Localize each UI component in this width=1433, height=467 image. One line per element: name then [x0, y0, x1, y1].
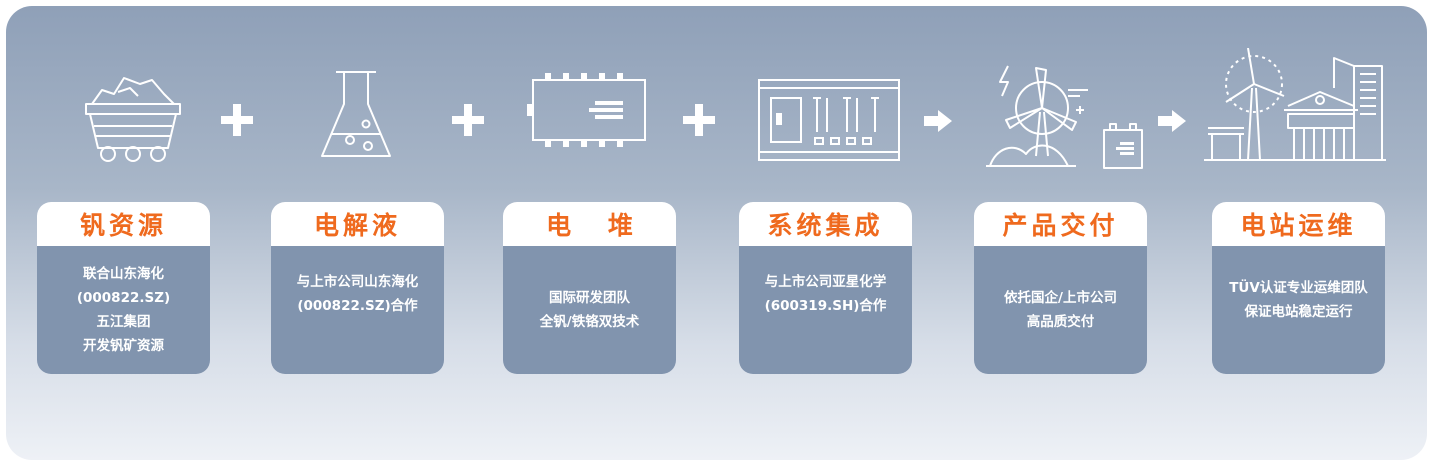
plus-icon-3 — [683, 104, 715, 140]
battery-stack-icon — [523, 70, 653, 150]
card-line: 全钒/铁铬双技术 — [539, 314, 640, 330]
card-line: 五江集团 — [96, 314, 151, 330]
card-line: TÜV认证专业运维团队 — [1229, 280, 1368, 296]
card-line: 高品质交付 — [1026, 314, 1095, 330]
card-title: 产品交付 — [974, 202, 1147, 246]
card-title: 电 堆 — [503, 202, 676, 246]
card-line: 保证电站稳定运行 — [1244, 304, 1353, 320]
power-station-icon — [1204, 48, 1386, 164]
step-card-system-integration: 系统集成 与上市公司亚星化学 (600319.SH)合作 — [739, 202, 912, 374]
step-card-stack: 电 堆 国际研发团队 全钒/铁铬双技术 — [503, 202, 676, 374]
plus-icon-2 — [452, 104, 484, 140]
card-line: 国际研发团队 — [549, 290, 630, 306]
card-description: 国际研发团队 全钒/铁铬双技术 — [503, 246, 676, 374]
step-card-product-delivery: 产品交付 依托国企/上市公司 高品质交付 — [974, 202, 1147, 374]
step-card-station-operation: 电站运维 TÜV认证专业运维团队 保证电站稳定运行 — [1212, 202, 1385, 374]
card-description: 依托国企/上市公司 高品质交付 — [974, 246, 1147, 374]
wind-power-icon — [984, 62, 1144, 174]
plus-icon-1 — [221, 104, 253, 140]
card-line: (600319.SH)合作 — [764, 298, 887, 314]
card-description: TÜV认证专业运维团队 保证电站稳定运行 — [1212, 246, 1385, 374]
flask-icon — [314, 66, 398, 166]
card-title: 电站运维 — [1212, 202, 1385, 246]
card-line: 联合山东海化 — [83, 266, 164, 282]
step-card-vanadium-resource: 钒资源 联合山东海化 (000822.SZ) 五江集团 开发钒矿资源 — [37, 202, 210, 374]
card-line: 与上市公司亚星化学 — [764, 274, 887, 290]
card-line: 依托国企/上市公司 — [1004, 290, 1117, 306]
container-icon — [755, 74, 905, 170]
mine-cart-icon — [78, 70, 188, 170]
card-line: (000822.SZ) — [76, 290, 171, 306]
step-card-electrolyte: 电解液 与上市公司山东海化 (000822.SZ)合作 — [271, 202, 444, 374]
card-description: 与上市公司亚星化学 (600319.SH)合作 — [739, 246, 912, 374]
arrow-right-icon-2 — [1158, 110, 1186, 136]
card-line: (000822.SZ)合作 — [297, 298, 418, 314]
card-description: 联合山东海化 (000822.SZ) 五江集团 开发钒矿资源 — [37, 246, 210, 374]
arrow-right-icon-1 — [924, 110, 952, 136]
card-line: 与上市公司山东海化 — [296, 274, 419, 290]
card-description: 与上市公司山东海化 (000822.SZ)合作 — [271, 246, 444, 374]
card-title: 系统集成 — [739, 202, 912, 246]
card-title: 钒资源 — [37, 202, 210, 246]
card-title: 电解液 — [271, 202, 444, 246]
card-line: 开发钒矿资源 — [83, 338, 164, 354]
value-chain-panel: 钒资源 联合山东海化 (000822.SZ) 五江集团 开发钒矿资源 电解液 与… — [6, 6, 1427, 460]
